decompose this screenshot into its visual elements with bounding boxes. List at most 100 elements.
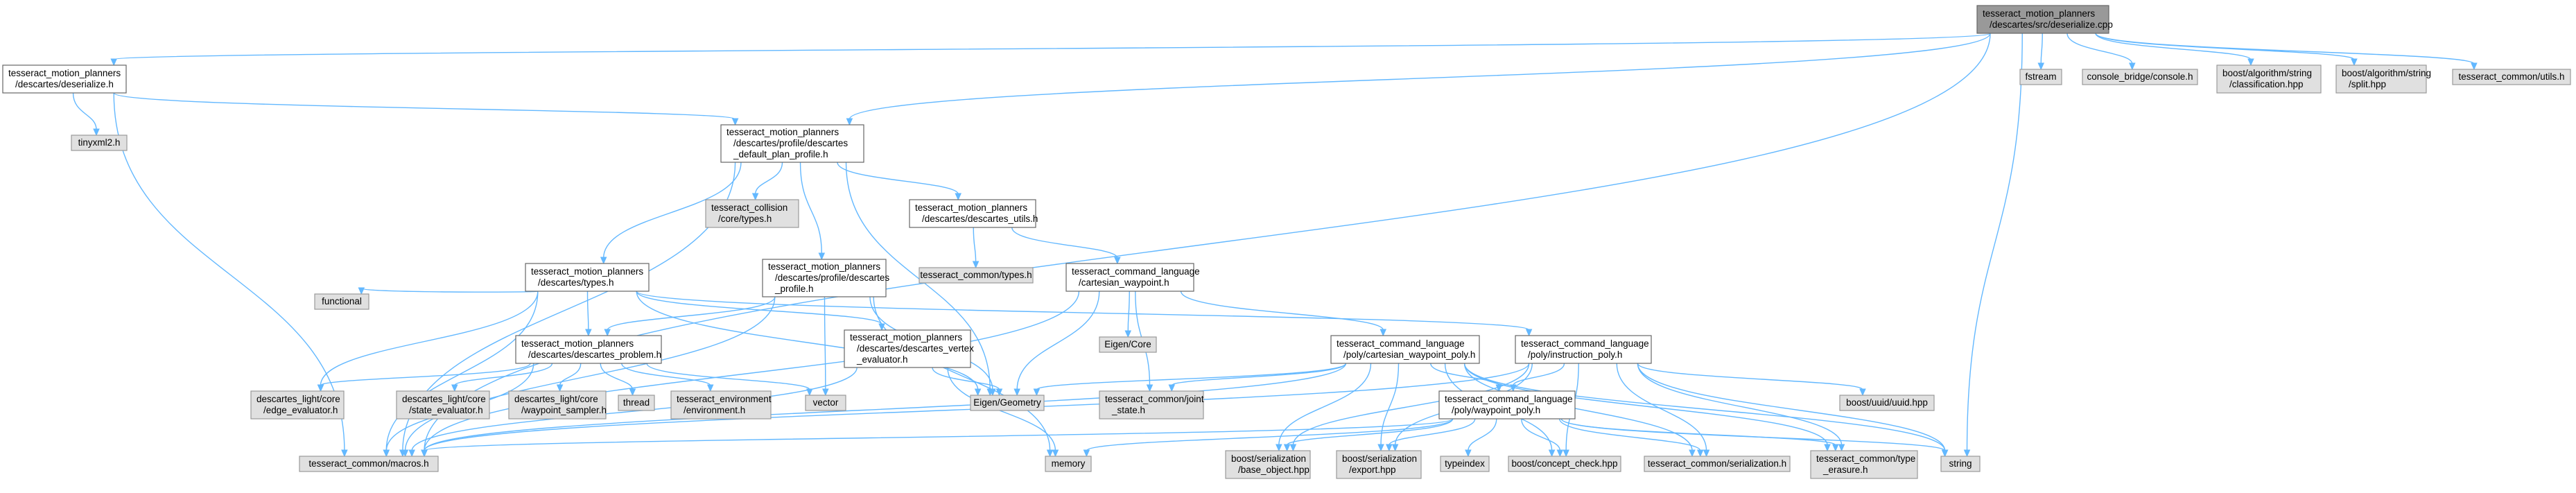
node-box <box>1440 456 1490 472</box>
dependency-edge <box>1011 227 1121 265</box>
edge-line <box>2095 33 2355 60</box>
edge-arrowhead <box>1391 444 1399 452</box>
edge-arrowhead <box>421 449 428 458</box>
edge-arrowhead <box>451 384 458 392</box>
file-node-descartes-light-core-edge-evaluator-h: descartes_light/core/edge_evaluator.h <box>250 390 345 420</box>
node-box <box>1099 390 1204 420</box>
dependency-edge <box>1283 418 1454 452</box>
dependency-edge <box>636 291 1533 337</box>
edge-arrowhead <box>1963 449 1971 458</box>
edge-line <box>113 33 1991 60</box>
node-label-line: descartes_light/core <box>402 394 486 404</box>
node-label-line: fstream <box>2025 71 2056 82</box>
edge-arrowhead <box>1013 388 1020 397</box>
edge-arrowhead <box>1838 444 1845 452</box>
node-label-line: /export.hpp <box>1349 465 1396 475</box>
edge-line <box>1637 363 1946 451</box>
edge-arrowhead <box>1380 329 1387 337</box>
edge-line <box>1463 363 1828 446</box>
file-node-vector: vector <box>805 395 846 411</box>
file-node-tesseract-command-language-poly-instruction-poly-h[interactable]: tesseract_command_language/poly/instruct… <box>1515 335 1652 364</box>
node-box <box>1976 5 2109 34</box>
edge-arrowhead <box>1563 449 1569 458</box>
dependency-edge <box>113 92 348 458</box>
edge-line <box>404 296 776 451</box>
edge-arrowhead <box>974 388 982 397</box>
node-box <box>2452 69 2571 85</box>
node-box <box>618 395 655 411</box>
node-box <box>2335 64 2427 94</box>
edge-line <box>424 33 1991 451</box>
edge-arrowhead <box>1556 449 1564 458</box>
edge-arrowhead <box>2471 62 2478 71</box>
edge-arrowhead <box>1386 444 1393 452</box>
node-label-line: tesseract_command_language <box>1072 266 1200 277</box>
dependency-edge <box>1637 363 1866 397</box>
edge-arrowhead <box>1033 388 1041 397</box>
node-label-line: /descartes/src/deserialize.cpp <box>1990 19 2113 30</box>
edge-line <box>636 291 979 390</box>
file-node-tesseract-motion-planners-descartes-deserialize-h[interactable]: tesseract_motion_planners/descartes/dese… <box>2 64 127 94</box>
file-node-tesseract-common-joint-state-h: tesseract_common/joint_state.h <box>1099 390 1204 420</box>
node-box <box>515 335 662 364</box>
file-node-tesseract-motion-planners-descartes-types-h[interactable]: tesseract_motion_planners/descartes/type… <box>525 263 650 292</box>
file-node-string: string <box>1940 456 1981 472</box>
node-label-line: memory <box>1052 458 1086 469</box>
edge-arrowhead <box>1832 444 1839 452</box>
edge-arrowhead <box>110 58 117 67</box>
edge-arrowhead <box>408 449 415 458</box>
node-box <box>2082 69 2198 85</box>
file-node-tesseract-motion-planners-descartes-profile-descartes-profile-h[interactable]: tesseract_motion_planners/descartes/prof… <box>762 259 889 297</box>
file-node-tesseract-command-language-poly-cartesian-waypoint-poly-h[interactable]: tesseract_command_language/poly/cartesia… <box>1330 335 1480 364</box>
file-node-tinyxml2-h: tinyxml2.h <box>71 135 128 151</box>
dependency-edge <box>113 92 739 126</box>
node-label-line: tesseract_collision <box>711 202 787 213</box>
file-node-eigen-core: Eigen/Core <box>1099 336 1157 353</box>
edge-line <box>1127 291 1130 332</box>
file-node-tesseract-motion-planners-descartes-descartes-utils-h[interactable]: tesseract_motion_planners/descartes/desc… <box>909 199 1038 228</box>
dependency-edge <box>604 296 776 337</box>
file-node-tesseract-motion-planners-descartes-descartes-vertex-evaluator-h[interactable]: tesseract_motion_planners/descartes/desc… <box>844 329 974 368</box>
edge-arrowhead <box>846 118 853 126</box>
file-node-tesseract-command-language-poly-waypoint-poly-h[interactable]: tesseract_command_language/poly/waypoint… <box>1438 390 1576 420</box>
node-label-line: _state.h <box>1111 405 1145 415</box>
edge-line <box>824 296 826 390</box>
edge-arrowhead <box>1824 444 1831 452</box>
dependency-edge <box>1013 291 1100 397</box>
node-label-line: tesseract_common/macros.h <box>308 458 428 469</box>
node-label-line: descartes_light/core <box>256 394 340 404</box>
edge-line <box>837 162 959 195</box>
node-box <box>1810 450 1918 479</box>
edge-arrowhead <box>731 118 739 126</box>
node-label-line: tesseract_motion_planners <box>768 261 880 272</box>
node-label-line: tesseract_motion_planners <box>1983 8 2095 19</box>
node-label-line: /descartes/profile/descartes <box>775 273 889 283</box>
edge-arrowhead <box>2351 58 2358 67</box>
dependency-edge <box>621 363 714 392</box>
node-label-line: descartes_light/core <box>514 394 598 404</box>
node-label-line: _profile.h <box>774 284 814 294</box>
node-label-line: /poly/cartesian_waypoint_poly.h <box>1343 349 1475 360</box>
node-label-line: tesseract_command_language <box>1445 394 1573 404</box>
edge-arrowhead <box>1689 449 1696 458</box>
file-node-tesseract-motion-planners-descartes-descartes-problem-h[interactable]: tesseract_motion_planners/descartes/desc… <box>515 335 662 364</box>
edge-line <box>2066 33 2133 64</box>
node-box <box>1045 456 1092 472</box>
edge-line <box>1286 418 1454 446</box>
file-node-thread: thread <box>618 395 655 411</box>
node-label-line: console_bridge/console.h <box>2087 71 2193 82</box>
edge-line <box>2095 33 2475 64</box>
edge-arrowhead <box>93 128 100 137</box>
node-box <box>250 390 345 420</box>
file-node-tesseract-motion-planners-descartes-profile-descartes-default-plan-profile-h[interactable]: tesseract_motion_planners/descartes/prof… <box>720 124 864 163</box>
node-box <box>1644 456 1791 472</box>
dependency-edge <box>751 162 783 201</box>
edge-line <box>845 162 991 390</box>
edge-line <box>424 363 1347 451</box>
edge-line <box>360 288 539 293</box>
edge-line <box>1637 363 1863 390</box>
node-label-line: /descartes/profile/descartes <box>733 138 848 148</box>
file-node-descartes-light-core-waypoint-sampler-h: descartes_light/core/waypoint_sampler.h <box>508 390 607 420</box>
file-node-tesseract-command-language-cartesian-waypoint-h[interactable]: tesseract_command_language/cartesian_way… <box>1065 263 1200 292</box>
